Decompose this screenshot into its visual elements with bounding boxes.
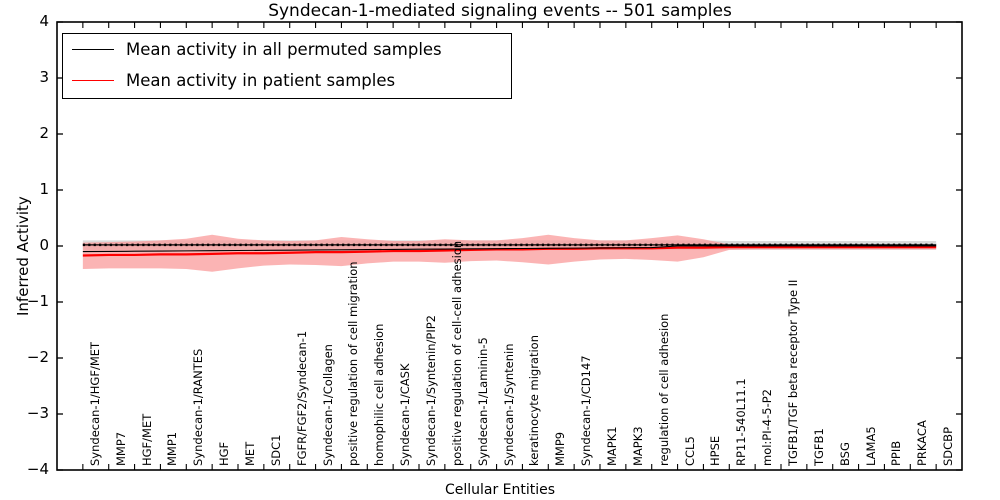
x-tick-label: HGF/MET xyxy=(139,413,154,466)
x-tick-label: MMP9 xyxy=(553,431,568,466)
y-tick-label: 4 xyxy=(39,12,49,30)
x-tick-label: SDC1 xyxy=(268,434,283,466)
legend-item: Mean activity in all permuted samples xyxy=(63,34,511,65)
x-tick-label: Syndecan-1/Collagen xyxy=(320,344,335,466)
x-tick-label: LAMA5 xyxy=(863,426,878,466)
x-tick-label: homophilic cell adhesion xyxy=(372,323,387,466)
x-axis-label: Cellular Entities xyxy=(444,482,556,498)
legend-label-patient: Mean activity in patient samples xyxy=(126,71,396,90)
x-tick-label: regulation of cell adhesion xyxy=(656,313,671,466)
x-tick-label: Syndecan-1/HGF/MET xyxy=(87,341,102,466)
y-tick-label: −3 xyxy=(26,404,49,422)
x-tick-label: BSG xyxy=(837,442,852,466)
legend-swatch-permuted xyxy=(72,49,114,50)
legend: Mean activity in all permuted samples Me… xyxy=(62,33,512,99)
y-tick-label: 1 xyxy=(39,180,49,198)
x-tick-label: Syndecan-1/CASK xyxy=(398,363,413,466)
x-tick-label: HGF xyxy=(217,441,232,466)
y-tick-label: 3 xyxy=(39,68,49,86)
legend-swatch-patient xyxy=(72,80,114,81)
legend-label-permuted: Mean activity in all permuted samples xyxy=(126,40,442,59)
legend-item: Mean activity in patient samples xyxy=(63,65,511,96)
x-tick-label: HPSE xyxy=(708,435,723,466)
x-tick-label: Syndecan-1/Syntenin xyxy=(501,343,516,466)
x-tick-label: keratinocyte migration xyxy=(527,335,542,466)
x-tick-label: Syndecan-1/CD147 xyxy=(579,355,594,466)
y-tick-label: −1 xyxy=(26,292,49,310)
x-tick-label: mol:PI-4-5-P2 xyxy=(760,389,775,466)
x-tick-label: Syndecan-1/RANTES xyxy=(191,348,206,466)
x-tick-label: positive regulation of cell-cell adhesio… xyxy=(449,240,464,466)
x-tick-label: MAPK3 xyxy=(630,426,645,466)
x-tick-label: FGFR/FGF2/Syndecan-1 xyxy=(294,330,309,466)
x-tick-label: Syndecan-1/Laminin-5 xyxy=(475,337,490,466)
x-tick-label: CCL5 xyxy=(682,436,697,466)
x-tick-label: RP11-540L11.1 xyxy=(734,378,749,466)
x-tick-label: TGFB1/TGF beta receptor Type II xyxy=(786,279,800,466)
x-tick-label: MAPK1 xyxy=(605,426,619,466)
x-tick-label: MMP7 xyxy=(113,431,128,466)
y-tick-label: −4 xyxy=(26,460,49,478)
x-tick-label: PPIB xyxy=(889,440,904,466)
x-tick-label: MET xyxy=(243,441,257,466)
y-tick-label: 0 xyxy=(39,236,49,254)
x-tick-label: MMP1 xyxy=(165,431,180,466)
y-tick-label: −2 xyxy=(26,348,49,366)
x-tick-label: Syndecan-1/Syntenin/PIP2 xyxy=(424,315,438,466)
x-tick-label: SDCBP xyxy=(941,426,956,466)
x-tick-label: positive regulation of cell migration xyxy=(346,261,361,466)
x-tick-label: TGFB1 xyxy=(811,428,826,466)
x-tick-label: PRKACA xyxy=(915,420,930,466)
y-tick-label: 2 xyxy=(39,124,49,142)
chart-title: Syndecan-1-mediated signaling events -- … xyxy=(268,1,732,21)
